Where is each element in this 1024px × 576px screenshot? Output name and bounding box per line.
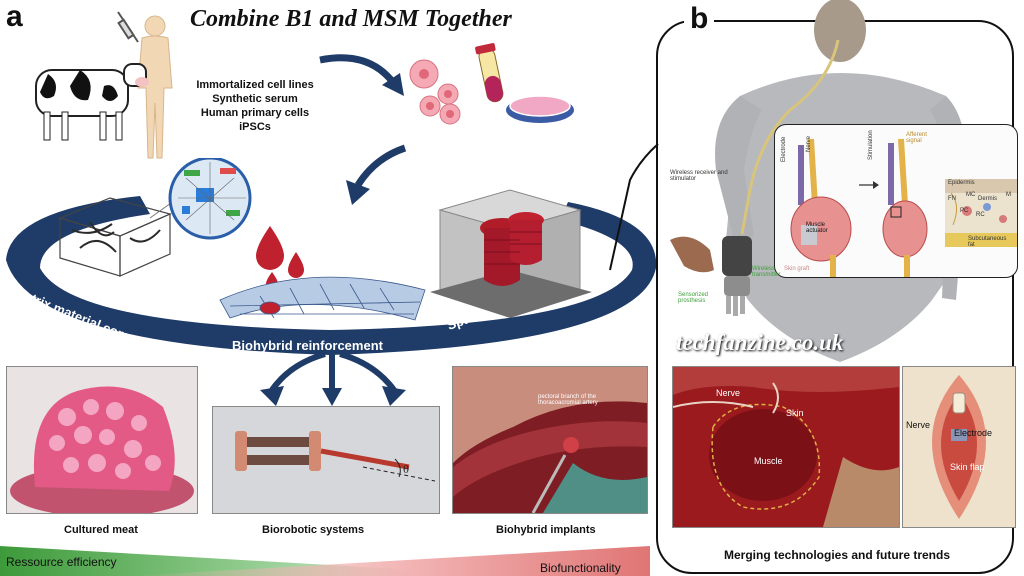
inset-diagram-box xyxy=(774,124,1018,278)
process-ring xyxy=(6,196,657,355)
label-wireless-receiver: Wireless receiver and stimulator xyxy=(670,170,728,182)
skin-flap-schematic xyxy=(902,366,1016,528)
arrow-down-icon xyxy=(322,354,342,406)
biohybrid-implant-caption: Biohybrid implants xyxy=(496,524,596,536)
spatio-temporal-illustration xyxy=(430,189,592,318)
application-arrows xyxy=(260,351,406,406)
surgery-photo xyxy=(672,366,900,528)
label-subcutaneous: Subcutaneous fat xyxy=(968,236,1007,248)
cell-source-list: Immortalized cell lines Synthetic serum … xyxy=(196,78,314,134)
mesh-scaffold-icon xyxy=(219,276,426,321)
cell-source-item: Synthetic serum xyxy=(212,93,298,105)
schematic-label-skin-flap: Skin flap xyxy=(950,462,985,472)
label-fn: FN xyxy=(948,196,956,202)
syringe-icon xyxy=(117,11,139,43)
arrow-to-ring-icon xyxy=(355,144,407,187)
arrow-to-culture-icon xyxy=(319,54,398,88)
printed-tissue-icon xyxy=(480,212,544,286)
label-wireless-transmitter: Wireless transmitter xyxy=(752,266,781,278)
muscle-actuator-icon xyxy=(790,138,852,277)
arrow-right-icon xyxy=(859,181,879,189)
cow-icon xyxy=(35,63,149,141)
biohybrid-reinforcement-illustration xyxy=(219,226,426,321)
matrix-cube-icon xyxy=(58,197,172,277)
cells-icon xyxy=(409,59,461,125)
implant-annotation: pectoral branch of the thoracoacromial a… xyxy=(538,394,598,406)
label-nerve: Nerve xyxy=(806,135,812,152)
label-epidermis: Epidermis xyxy=(948,180,975,186)
biofunctionality-label: Biofunctionality xyxy=(540,561,621,575)
human-silhouette xyxy=(137,15,173,159)
schematic-label-electrode: Electrode xyxy=(954,428,993,438)
nerve-path-icon xyxy=(740,39,840,235)
label-muscle-actuator: Muscle actuator xyxy=(806,222,828,234)
cultured-meat-photo xyxy=(6,366,198,514)
label-sensorized-prosthesis: Sensorized prosthesis xyxy=(678,292,709,304)
cell-source-item: iPSCs xyxy=(239,121,271,133)
cell-source-item: Immortalized cell lines xyxy=(196,79,314,91)
panel-b-caption: Merging technologies and future trends xyxy=(724,548,951,562)
other-hand-icon xyxy=(670,236,714,273)
cultured-meat-caption: Cultured meat xyxy=(64,524,138,536)
photo-label-nerve: Nerve xyxy=(716,388,741,398)
stimulated-muscle-icon xyxy=(882,138,928,277)
label-pc: PC xyxy=(960,208,969,214)
panel-b-letter: b xyxy=(684,2,715,36)
blood-drop-icon xyxy=(256,226,304,290)
panel-a-title: Combine B1 and MSM Together xyxy=(190,6,512,32)
cell-source-illustration xyxy=(35,11,173,159)
label-skin-graft: Skin graft xyxy=(784,266,810,272)
biorobotic-photo: θ xyxy=(212,406,440,514)
petri-dish-icon xyxy=(506,95,574,123)
panel-a-letter: a xyxy=(6,0,23,33)
arrow-down-left-icon xyxy=(260,351,326,406)
magnified-matrix-icon xyxy=(149,158,252,240)
label-afferent-signal: Afferent signal xyxy=(906,132,927,144)
flow-arrows xyxy=(319,54,407,205)
prosthesis-hand-icon xyxy=(722,236,752,316)
site-watermark: techfanzine.co.uk xyxy=(676,330,844,355)
panel-connector-icon xyxy=(609,143,659,271)
photo-label-skin: Skin xyxy=(786,408,804,418)
arrow-head-icon xyxy=(382,73,404,96)
svg-text:θ: θ xyxy=(403,465,409,476)
label-electrode: Electrode xyxy=(781,136,787,162)
label-mc: MC xyxy=(966,192,976,198)
ring-label-biohybrid: Biohybrid reinforcement xyxy=(232,338,383,353)
biohybrid-implant-photo xyxy=(452,366,648,514)
label-dermis: Dermis xyxy=(978,196,997,202)
label-m: M xyxy=(1006,192,1011,198)
matrix-material-illustration xyxy=(58,158,252,277)
label-rc: RC xyxy=(976,212,985,218)
cell-source-item: Human primary cells xyxy=(200,107,310,119)
schematic-label-nerve: Nerve xyxy=(906,420,931,430)
arrow-head-icon xyxy=(346,180,370,205)
biorobotic-caption: Biorobotic systems xyxy=(262,524,365,536)
cell-culture-illustration xyxy=(409,43,574,125)
test-tube-icon xyxy=(475,43,504,103)
label-stimulation: Stimulation xyxy=(868,130,874,160)
resource-efficiency-label: Ressource efficiency xyxy=(6,555,117,569)
skin-layer-icon xyxy=(945,179,1017,247)
photo-label-muscle: Muscle xyxy=(754,456,783,466)
arrow-down-right-icon xyxy=(339,351,406,406)
